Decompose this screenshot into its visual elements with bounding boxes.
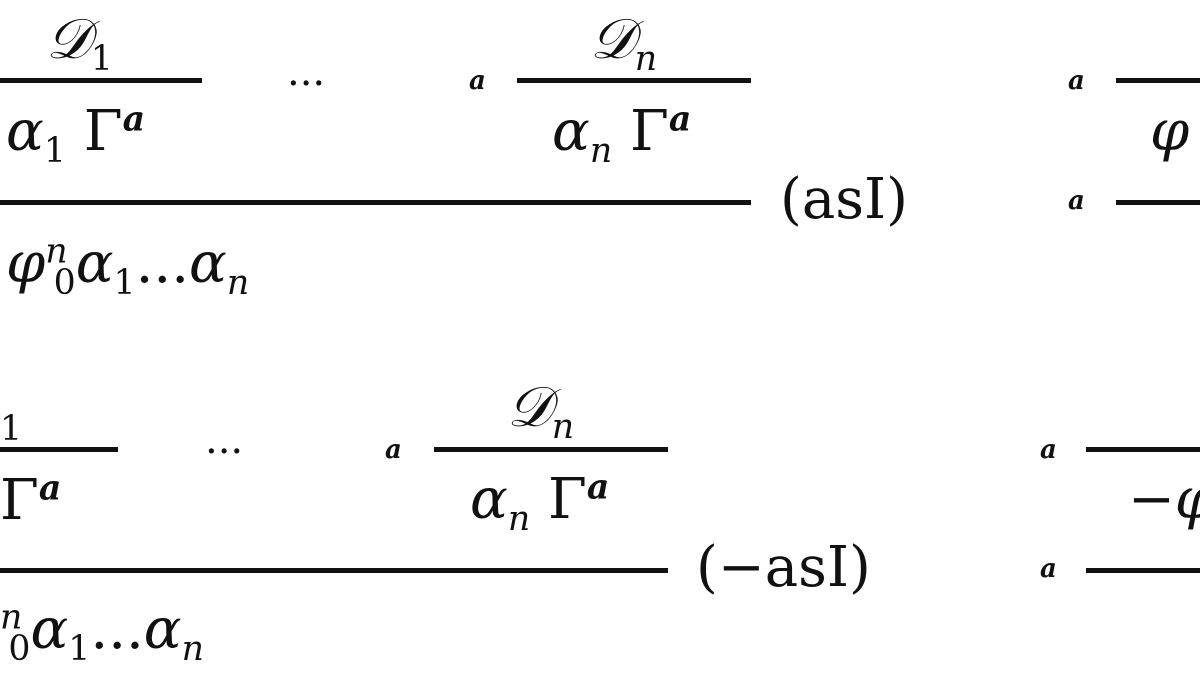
gamma: Γ <box>0 468 39 533</box>
dots: ... <box>135 231 190 296</box>
subscript: n <box>589 131 613 172</box>
rule2-premise-n-label: a <box>385 435 402 465</box>
right-rule-1 <box>1116 78 1200 83</box>
gamma: Γ <box>630 99 669 164</box>
rule2-premise1-top: 1 <box>0 382 22 447</box>
rule1-main-rule <box>0 200 751 205</box>
right-rule-2 <box>1116 200 1200 205</box>
rule2-premise-n-top: 𝒟n <box>507 380 574 445</box>
rule1-premise1-bottom: α1 Γa <box>6 101 145 168</box>
rule2-main-rule <box>0 568 668 573</box>
rule1-premise1-top: 𝒟1 <box>46 12 113 77</box>
alpha-n: α <box>143 597 182 662</box>
subscript: 1 <box>68 629 91 670</box>
gamma: Γ <box>83 99 123 164</box>
right-label-2: a <box>1068 186 1085 216</box>
rule2-premise-n-bottom: αn Γa <box>470 469 609 536</box>
subscript: 1 <box>113 263 136 304</box>
rule1-name: (asI) <box>780 167 908 232</box>
right-label-3: a <box>1040 435 1057 465</box>
right-minus-phi: −φ <box>1128 467 1200 532</box>
right-label-1: a <box>1068 66 1085 96</box>
rule1-premise-n-label: a <box>469 66 486 96</box>
rule2-ellipsis: ... <box>205 417 244 463</box>
calligraphic-d: 𝒟 <box>590 7 635 72</box>
superscript: a <box>38 467 62 509</box>
subscript: 0 <box>53 263 76 304</box>
superscript: a <box>668 98 692 140</box>
subscript: n <box>226 263 250 304</box>
alpha-n: α <box>189 231 227 296</box>
alpha: α <box>470 467 508 532</box>
rule1-premise-n-bottom: αn Γa <box>552 101 691 168</box>
right-rule-3 <box>1086 447 1200 452</box>
alpha-1: α <box>75 231 114 296</box>
alpha: α <box>6 99 44 164</box>
rule2-premise1-rule <box>0 447 118 452</box>
subscript: n <box>507 499 531 540</box>
rule1-premise1-rule <box>0 78 202 83</box>
rule2-premise1-bottom: Γa <box>0 470 61 529</box>
calligraphic-d: 𝒟 <box>46 7 91 72</box>
subscript: 1 <box>43 131 66 172</box>
subscript: 0 <box>8 629 31 670</box>
calligraphic-d: 𝒟 <box>507 375 552 440</box>
rule2-name: (−asI) <box>696 535 871 600</box>
alpha: α <box>552 99 590 164</box>
superscript: a <box>122 98 146 140</box>
rule2-premise-n-rule <box>434 447 668 452</box>
right-rule-4 <box>1086 568 1200 573</box>
superscript: a <box>586 466 610 508</box>
superscript: n <box>45 231 68 272</box>
superscript: n <box>0 597 23 638</box>
alpha-1: α <box>30 597 69 662</box>
subscript: 1 <box>90 39 113 80</box>
rule1-premise-n-rule <box>517 78 751 83</box>
right-label-4: a <box>1040 554 1057 584</box>
right-phi: φ <box>1150 99 1190 164</box>
rule1-premise-n-top: 𝒟n <box>590 12 657 77</box>
phi: φ <box>6 231 46 296</box>
subscript: n <box>181 629 204 670</box>
dots: ... <box>90 597 144 662</box>
rule1-ellipsis: ... <box>287 49 326 95</box>
rule1-conclusion: φn0α1...αn <box>6 234 249 301</box>
subscript: n <box>634 39 658 80</box>
subscript: n <box>551 407 575 448</box>
rule2-conclusion: n0α1...αn <box>0 600 204 667</box>
subscript: 1 <box>0 409 23 450</box>
gamma: Γ <box>548 467 587 532</box>
